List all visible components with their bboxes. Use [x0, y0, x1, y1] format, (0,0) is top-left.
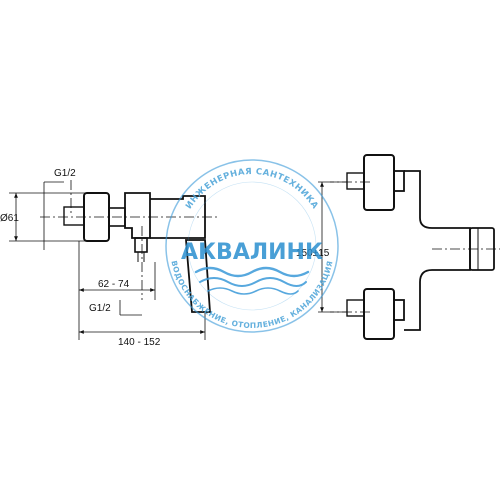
lever-handle	[185, 239, 211, 313]
front-view	[346, 154, 495, 340]
outlet-nozzle	[134, 237, 148, 253]
wave-icon	[194, 266, 310, 295]
dim-g12-top: G1/2	[54, 168, 76, 179]
inlet-pipe	[63, 206, 85, 226]
bottom-rosette	[363, 288, 395, 340]
dim-62-74: 62 - 74	[98, 279, 130, 290]
watermark-brand: АКВАЛИНК	[181, 240, 323, 265]
mixer-body	[124, 192, 151, 239]
watermark-arc-bottom: ВОДОСНАБЖЕНИЕ, ОТОПЛЕНИЕ, КАНАЛИЗАЦИЯ	[169, 260, 334, 330]
top-rosette	[363, 154, 395, 211]
top-inlet-stub	[346, 172, 365, 190]
dim-150-15: 150±15	[296, 248, 330, 259]
dim-diameter: Ø61	[0, 213, 19, 224]
bottom-inlet-stub	[346, 299, 365, 317]
front-body	[404, 170, 471, 331]
side-view	[63, 192, 211, 313]
dim-g12-bottom: G1/2	[89, 303, 111, 314]
dim-140-152: 140 - 152	[118, 337, 161, 348]
watermark-ring	[165, 159, 339, 333]
